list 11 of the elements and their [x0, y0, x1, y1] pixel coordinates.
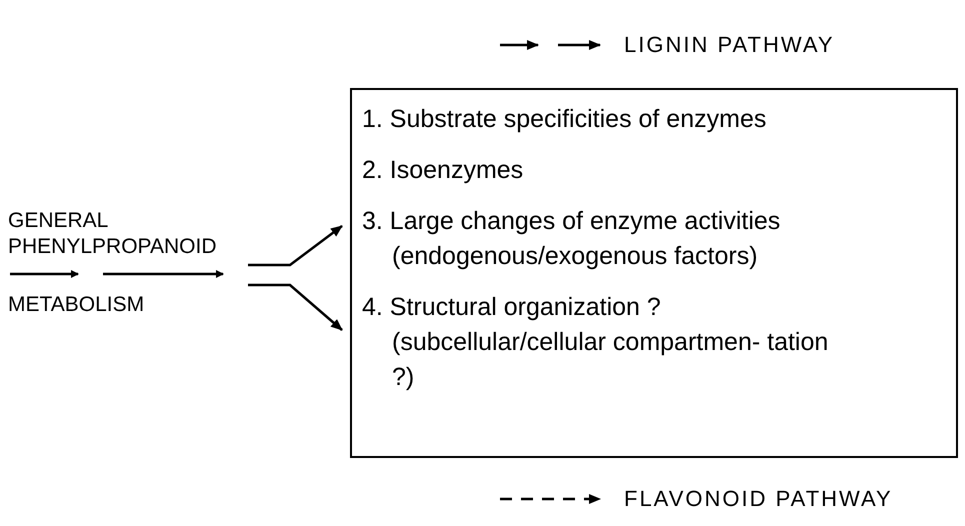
legend-label: LIGNIN PATHWAY [624, 31, 835, 59]
arrow [248, 284, 343, 331]
list-item: 3. Large changes of enzyme activities (endogenous/exogenous factors) [362, 206, 782, 272]
list-box [350, 88, 958, 458]
node-label: GENERAL PHENYLPROPANOID [8, 208, 218, 260]
list-item: 2. Isoenzymes [362, 155, 524, 186]
list-item: 4. Structural organization ? (subcellular/cellular compartmen- tation ?) [362, 292, 830, 393]
arrow [248, 225, 343, 266]
legend-label: FLAVONOID PATHWAY [624, 485, 893, 513]
node-label: METABOLISM [8, 292, 146, 318]
list-item: 1. Substrate specificities of enzymes [362, 104, 768, 135]
